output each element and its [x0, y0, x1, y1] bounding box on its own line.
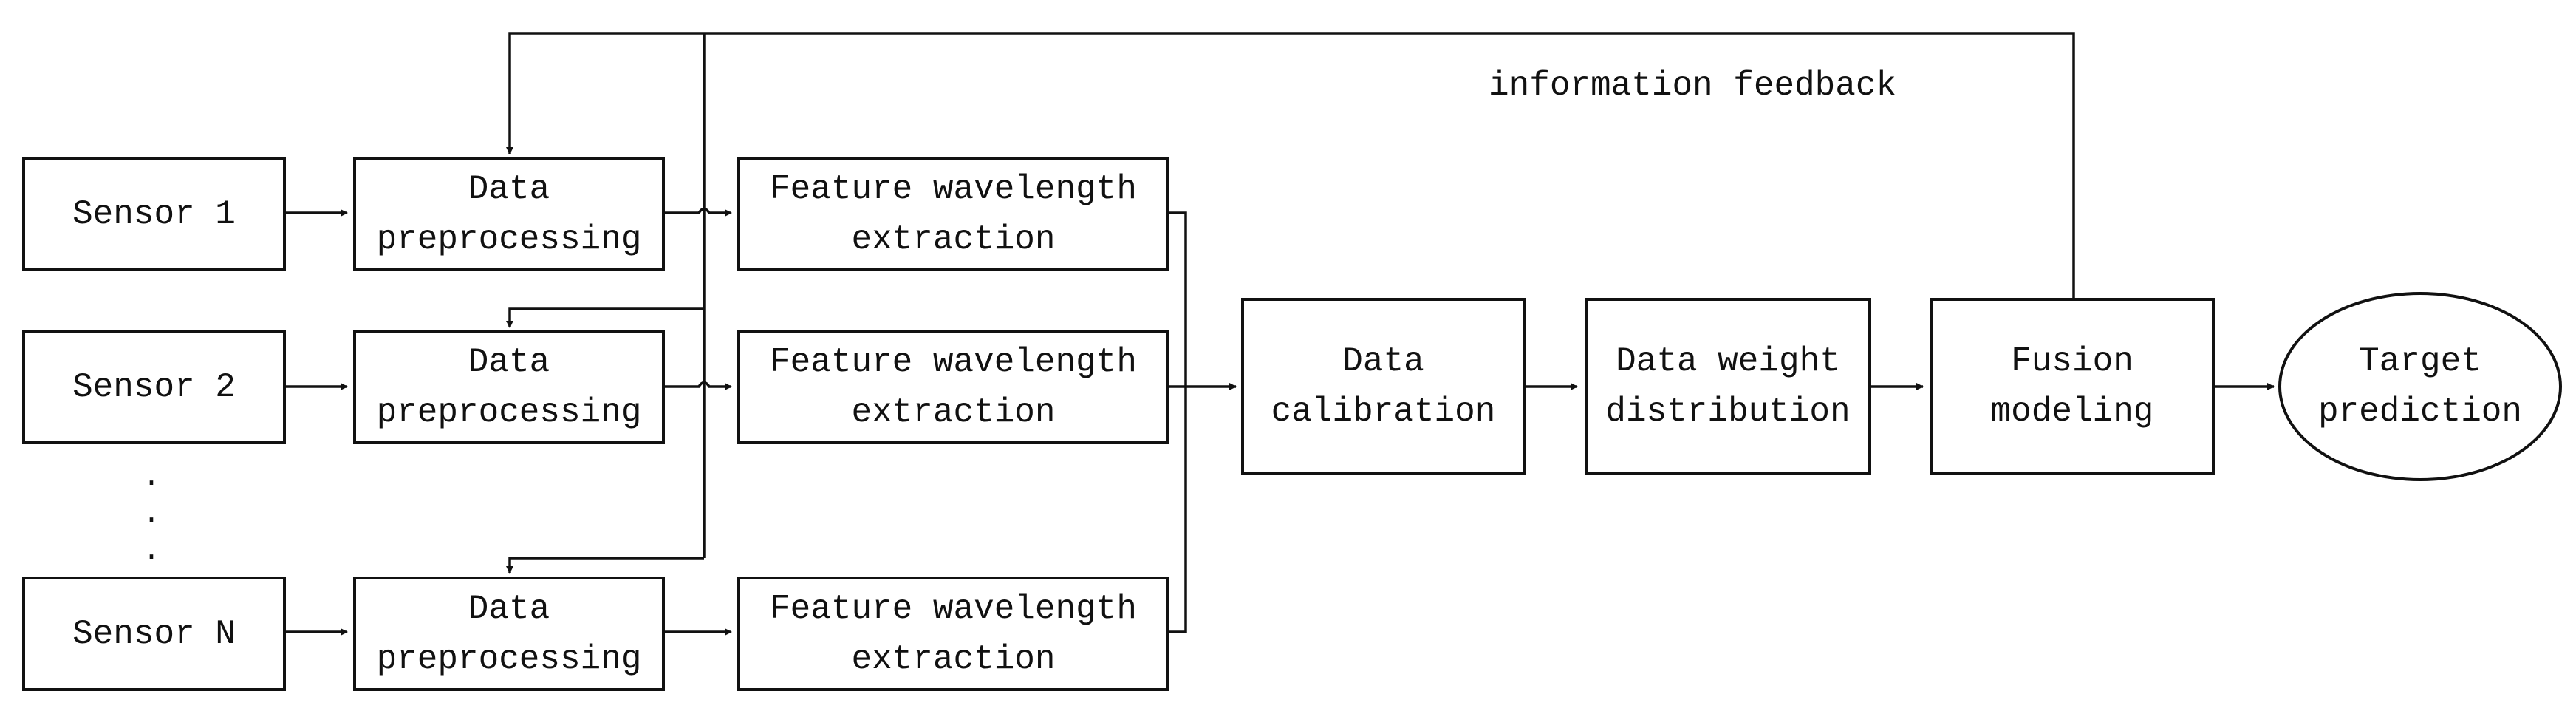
preprocessing-box-1: Data preprocessing [353, 157, 665, 271]
arrow-pre1-ext1 [665, 207, 732, 217]
sensor-n-box: Sensor N [22, 577, 286, 691]
preprocessing-box-2: Data preprocessing [353, 330, 665, 444]
ellipsis-dots: · · · [142, 467, 160, 574]
target-prediction-ellipse: Target prediction [2278, 292, 2562, 481]
calibration-box: Data calibration [1241, 298, 1526, 475]
feedback-label: information feedback [1489, 67, 1897, 105]
bracket-ext1 [1169, 211, 1187, 633]
feedback-branch-preN [506, 557, 704, 574]
arrow-pre2-ext2 [665, 381, 732, 390]
extraction-box-2: Feature wavelength extraction [737, 330, 1169, 444]
feedback-line-top [506, 32, 2075, 298]
sensor-1-box: Sensor 1 [22, 157, 286, 271]
feedback-branch-pre2 [506, 307, 704, 328]
extraction-box-1: Feature wavelength extraction [737, 157, 1169, 271]
weight-distribution-box: Data weight distribution [1585, 298, 1871, 475]
sensor-2-box: Sensor 2 [22, 330, 286, 444]
preprocessing-box-n: Data preprocessing [353, 577, 665, 691]
extraction-box-n: Feature wavelength extraction [737, 577, 1169, 691]
fusion-modeling-box: Fusion modeling [1930, 298, 2215, 475]
